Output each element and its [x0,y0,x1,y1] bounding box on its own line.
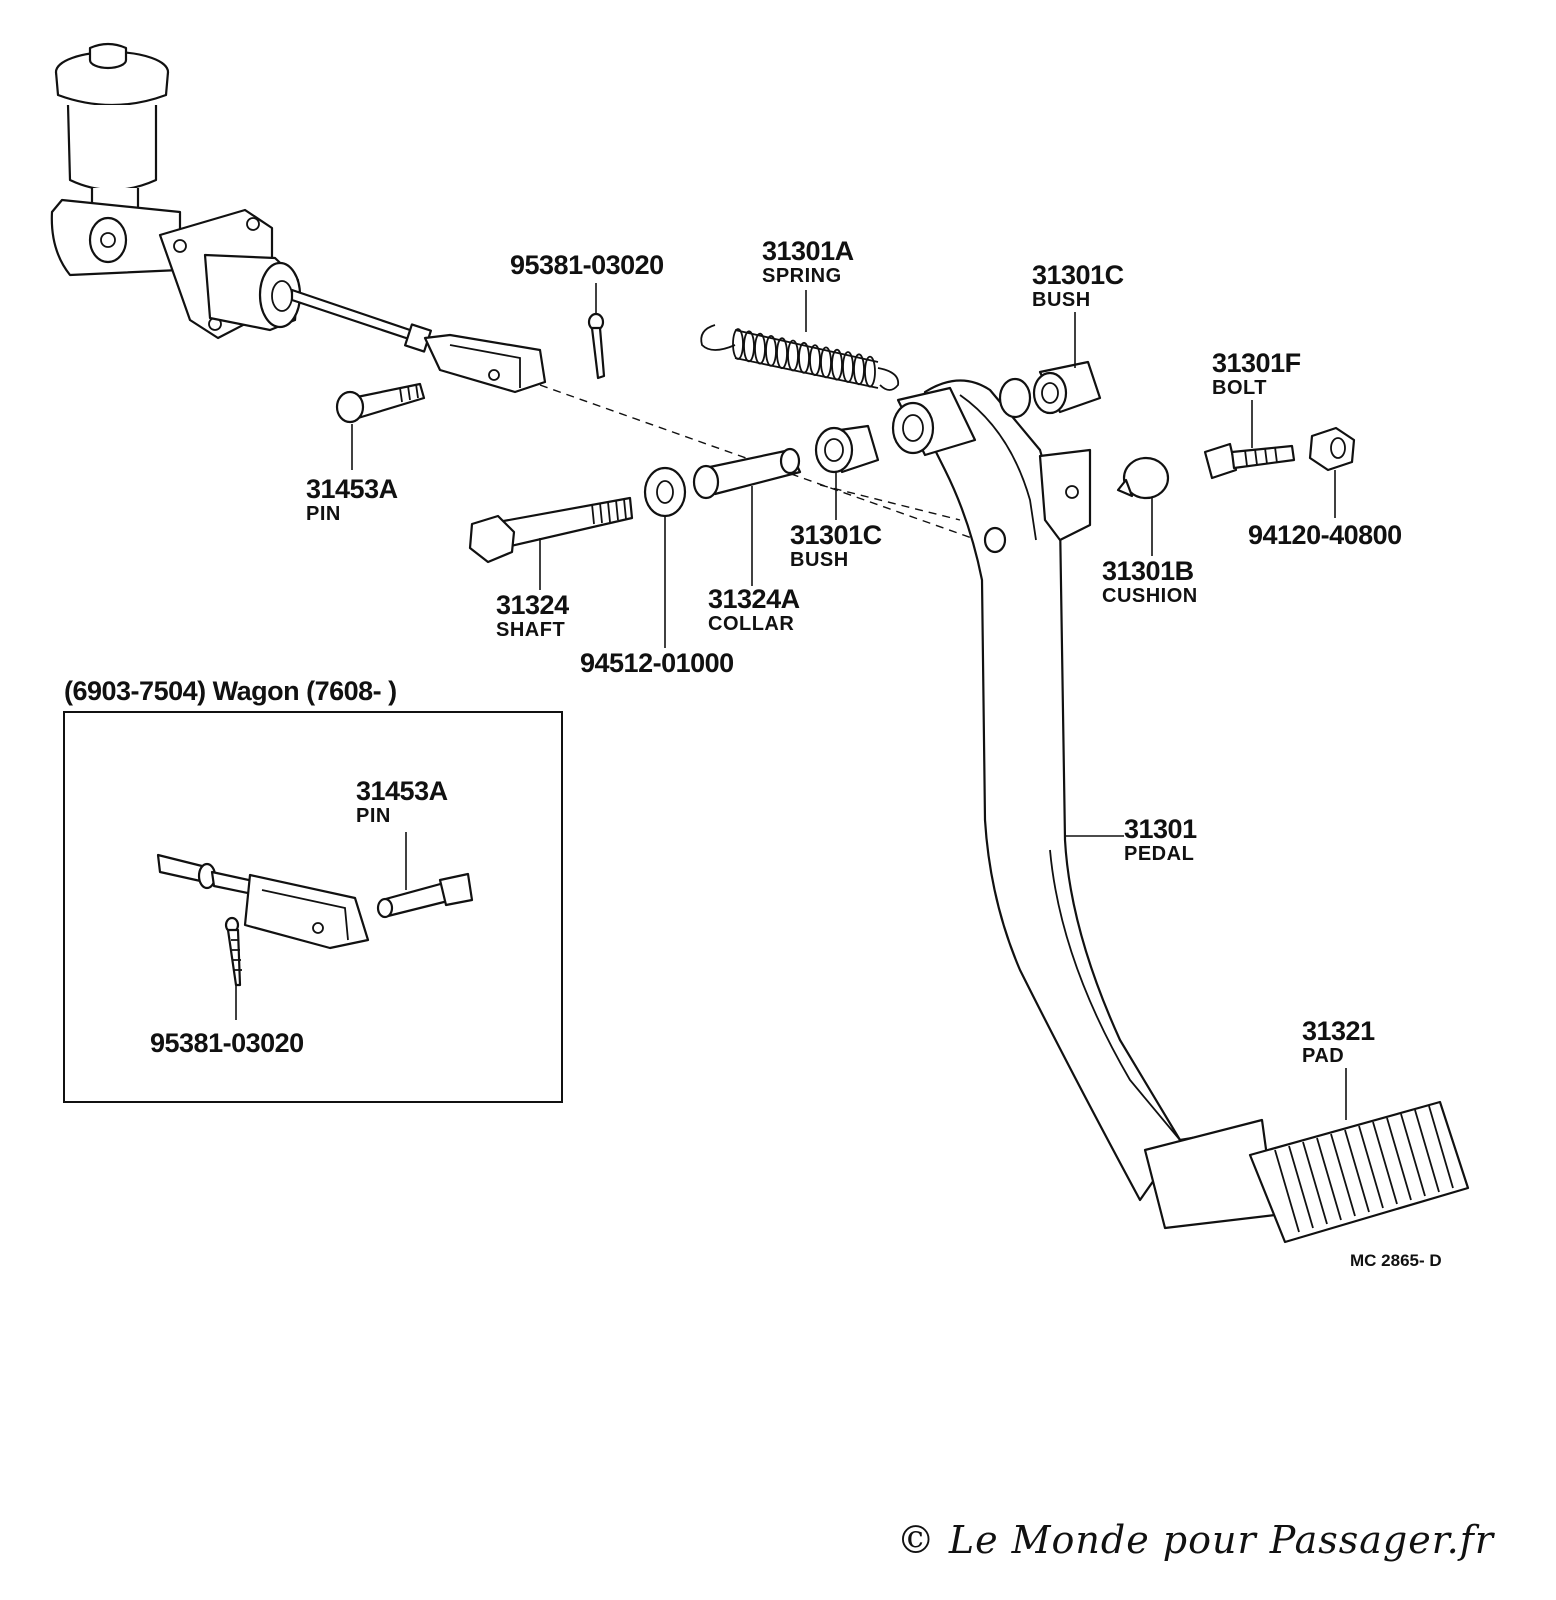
label-inset-31453A-number: 31453A [356,776,448,806]
pad-rib [1288,1145,1314,1229]
pivot-collar [692,447,802,586]
label-31321-name: PAD [1302,1045,1344,1067]
stopper-bolt [1203,400,1296,480]
spring-coil [776,337,788,370]
pad-rib [1274,1149,1300,1233]
pad-rib [1330,1133,1356,1217]
pad-rib [1358,1125,1384,1209]
label-31301C-mid-name: BUSH [790,549,849,571]
spring-coil [787,339,799,372]
label-31324-name: SHAFT [496,619,565,641]
label-inset-31453A-name: PIN [356,805,391,827]
pedal-shaft-bolt [468,496,634,590]
push-rod-clevis [423,333,547,394]
wagon-inset [63,711,563,1103]
spring-coil [765,334,777,367]
spring-coil [798,341,810,374]
shaft-alignment-line [819,484,961,521]
label-94120: 94120-40800 [1248,520,1402,550]
label-31301C-top-number: 31301C [1032,260,1124,290]
pedal-pad [1143,1068,1470,1244]
pad-rib [1316,1137,1342,1221]
pad-rib [1386,1117,1412,1201]
split-pin-top [587,283,606,380]
label-31301F-name: BOLT [1212,377,1267,399]
pad-rib [1414,1109,1440,1193]
clutch-pedal-arm [891,377,1242,1202]
diagram-code: MC 2865- D [1350,1251,1442,1270]
label-31324A-name: COLLAR [708,613,794,635]
bush-middle [814,424,880,520]
label-31301F-number: 31301F [1212,348,1301,378]
label-31301B-number: 31301B [1102,556,1194,586]
label-31324A-number: 31324A [708,584,800,614]
clevis-pin-top [335,382,426,470]
stopper-cushion [1116,456,1170,556]
label-31301C-mid-number: 31301C [790,520,882,550]
return-spring [700,290,900,391]
spring-coil [743,330,755,363]
spring-coil [732,328,744,360]
label-31453A-top-number: 31453A [306,474,398,504]
label-31301C-top-name: BUSH [1032,289,1091,311]
watermark-text: © Le Monde pour Passager.fr [896,1518,1494,1562]
label-31301-name: PEDAL [1124,843,1194,865]
label-94512: 94512-01000 [580,648,734,678]
inset-title: (6903-7504) Wagon (7608- ) [64,676,397,706]
lock-nut [1308,426,1356,518]
clutch-master-cylinder [50,42,433,353]
label-31301A-name: SPRING [762,265,842,287]
label-31301A-number: 31301A [762,236,854,266]
spring-coil [754,332,766,365]
spring-washer [643,466,687,648]
label-31301-number: 31301 [1124,814,1197,844]
pad-rib [1344,1129,1370,1213]
label-95381-top: 95381-03020 [510,250,664,280]
pad-rib [1372,1121,1398,1205]
label-inset-95381: 95381-03020 [150,1028,304,1058]
pad-rib [1400,1113,1426,1197]
label-31321-number: 31321 [1302,1016,1375,1046]
pad-rib [1302,1141,1328,1225]
pad-rib [1428,1105,1454,1189]
label-31453A-top-name: PIN [306,503,341,525]
label-31301B-name: CUSHION [1102,585,1198,607]
bush-top [1032,312,1102,415]
label-31324-number: 31324 [496,590,569,620]
